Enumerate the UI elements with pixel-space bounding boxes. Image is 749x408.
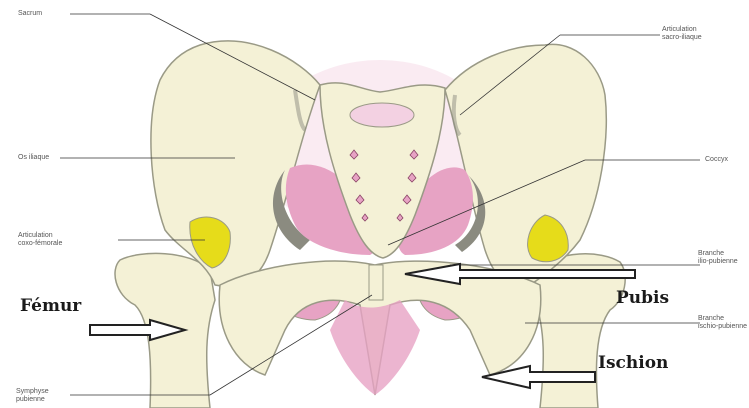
label-sacrum: Sacrum — [18, 10, 42, 18]
label-femur: Fémur — [20, 296, 81, 316]
label-coccyx: Coccyx — [705, 156, 728, 164]
label-branche-ischio-pubienne: Branche ischio-pubienne — [698, 315, 747, 331]
label-ischion: Ischion — [598, 353, 668, 373]
label-articulation-coxo-femorale-line2: coxo-fémorale — [18, 240, 62, 248]
label-articulation-sacro-iliaque-line2: sacro-iliaque — [662, 34, 702, 42]
left-iliac-wing — [151, 41, 320, 286]
label-articulation-sacro-iliaque-line1: Articulation — [662, 26, 702, 34]
label-branche-ischio-pubienne-line2: ischio-pubienne — [698, 323, 747, 331]
label-os-iliaque: Os iliaque — [18, 154, 49, 162]
label-branche-ischio-pubienne-line1: Branche — [698, 315, 747, 323]
label-branche-ilio-pubienne: Branche ilio-pubienne — [698, 250, 738, 266]
label-articulation-coxo-femorale-line1: Articulation — [18, 232, 62, 240]
label-symphyse-pubienne: Symphyse pubienne — [16, 388, 49, 404]
pubic-symphysis — [369, 265, 383, 300]
label-pubis: Pubis — [616, 288, 669, 308]
label-symphyse-pubienne-line1: Symphyse — [16, 388, 49, 396]
label-articulation-sacro-iliaque: Articulation sacro-iliaque — [662, 26, 702, 42]
label-symphyse-pubienne-line2: pubienne — [16, 396, 49, 404]
right-iliac-wing — [445, 44, 606, 286]
subpubic-angle — [330, 300, 420, 395]
label-branche-ilio-pubienne-line1: Branche — [698, 250, 738, 258]
sacral-promontory — [350, 103, 414, 127]
label-branche-ilio-pubienne-line2: ilio-pubienne — [698, 258, 738, 266]
label-articulation-coxo-femorale: Articulation coxo-fémorale — [18, 232, 62, 248]
